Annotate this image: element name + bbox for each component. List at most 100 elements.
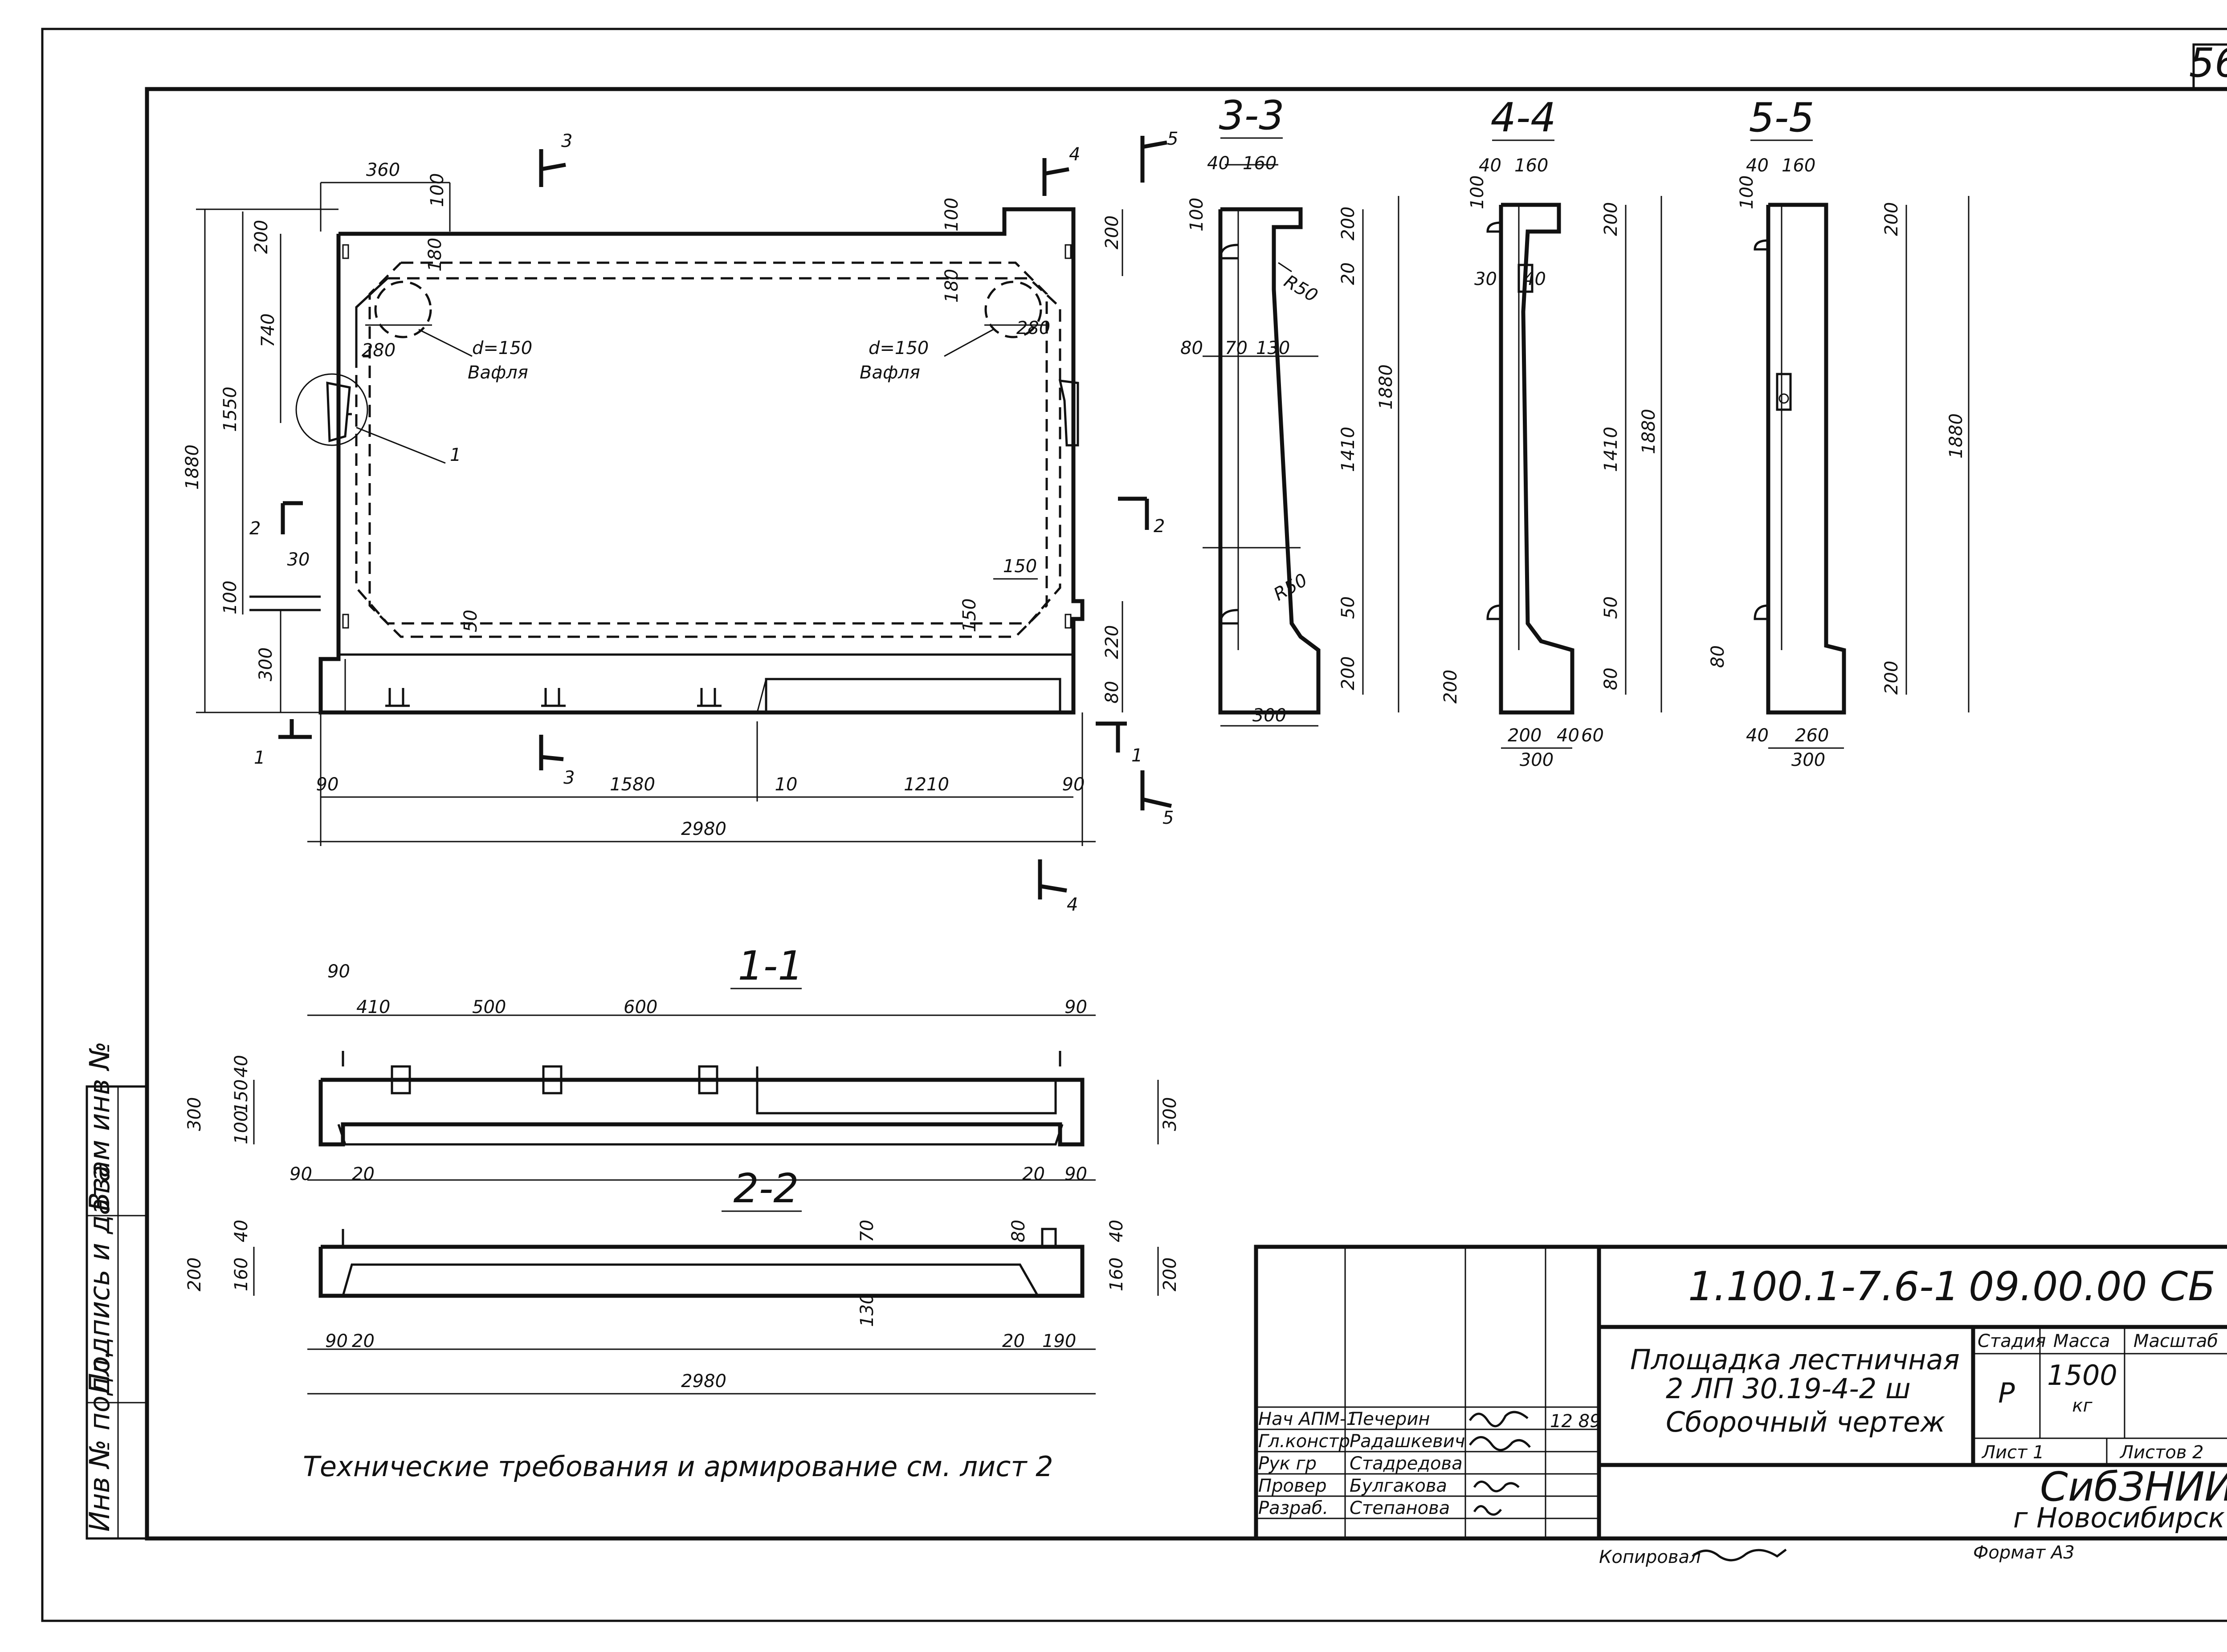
stage-value: Р xyxy=(1998,1377,2015,1409)
sec22-dim-130: 130 xyxy=(857,1293,877,1327)
signature-1 xyxy=(1468,1411,1529,1428)
sec55-dim-100: 100 xyxy=(1737,175,1757,209)
sec55-dim-40b: 40 xyxy=(1746,725,1769,746)
role-3: Рук гр xyxy=(1258,1453,1317,1474)
dim-plan-1880: 1880 xyxy=(182,444,203,490)
sec22-dim-200a: 200 xyxy=(184,1257,205,1291)
section-mark-1-right: 1 xyxy=(1131,745,1142,766)
mass-value: 1500 xyxy=(2047,1359,2117,1392)
section-3-3-title: 3-3 xyxy=(1219,92,1285,139)
sec11-dim-500: 500 xyxy=(472,997,506,1017)
waffle-left-diameter: d=150 xyxy=(472,338,532,358)
section-mark-2-left: 2 xyxy=(249,518,261,539)
dim-plan-100: 100 xyxy=(220,581,241,614)
dim-plan-1580: 1580 xyxy=(610,774,655,795)
dim-plan-150b: 150 xyxy=(959,598,980,632)
organization: СибЗНИИЭП xyxy=(2040,1464,2227,1510)
page-number: 56 xyxy=(2189,40,2227,86)
sec55-dim-80: 80 xyxy=(1708,645,1728,668)
sec44-dim-1410: 1410 xyxy=(1601,427,1621,472)
name-5: Степанова xyxy=(1350,1498,1450,1518)
sec55-dim-200: 200 xyxy=(1881,202,1902,236)
sec55-dim-260: 260 xyxy=(1795,725,1829,746)
sec44-dim-200: 200 xyxy=(1601,202,1621,236)
sec11-dim-300-left: 300 xyxy=(184,1097,205,1131)
dim-plan-100b: 100 xyxy=(942,198,962,232)
section-mark-1-left: 1 xyxy=(254,748,265,768)
dim-plan-90b: 90 xyxy=(1062,774,1085,795)
col-scale: Масштаб xyxy=(2133,1331,2218,1351)
name-3: Стадредова xyxy=(1350,1453,1463,1474)
dim-plan-50: 50 xyxy=(461,610,481,632)
name-1: Печерин xyxy=(1350,1409,1430,1429)
dim-plan-280b: 280 xyxy=(1016,318,1050,338)
sec44-dim-40: 40 xyxy=(1479,155,1501,176)
sec11-dim-150: 150 xyxy=(231,1079,252,1113)
role-1: Нач АПМ-1 xyxy=(1258,1409,1358,1429)
section-2-2-title: 2-2 xyxy=(734,1165,799,1212)
sec33-dim-200: 200 xyxy=(1338,207,1358,240)
role-4: Провер xyxy=(1258,1476,1327,1496)
dim-plan-180a: 180 xyxy=(425,238,445,272)
stamp-replace-inv: Взам инв № xyxy=(83,1041,116,1211)
sec11-dim-410: 410 xyxy=(356,997,390,1017)
signature-5 xyxy=(1473,1505,1502,1516)
sec44-dim-40c: 40 xyxy=(1557,725,1579,746)
signature-2 xyxy=(1468,1436,1531,1451)
sec44-dim-200c: 200 xyxy=(1508,725,1542,746)
sec33-dim-1880: 1880 xyxy=(1376,364,1396,410)
sec11-dim-20b: 20 xyxy=(1022,1164,1045,1184)
section-2-2: 2-2 40 160 200 70 130 80 40 160 200 90 2… xyxy=(184,1165,1180,1395)
sec44-dim-80: 200 xyxy=(1440,670,1461,704)
sec22-dim-40b: 40 xyxy=(1106,1220,1127,1242)
sec11-dim-20a: 20 xyxy=(352,1164,375,1184)
dim-plan-100a: 100 xyxy=(427,173,448,207)
sec44-dim-1880: 1880 xyxy=(1639,409,1659,454)
name-4: Булгакова xyxy=(1350,1476,1447,1496)
section-5-5-title: 5-5 xyxy=(1749,94,1815,141)
sec44-dim-30: 30 xyxy=(1474,269,1497,289)
sec55-dim-200b: 200 xyxy=(1881,661,1902,695)
doc-number: 09.00.00 СБ xyxy=(1969,1263,2215,1310)
sec22-dim-40a: 40 xyxy=(231,1220,252,1242)
sec33-dim-r50a: R50 xyxy=(1281,271,1321,306)
dim-plan-90a: 90 xyxy=(316,774,339,795)
section-3-3: 3-3 40 160 100 200 20 R50 80 70 130 1410… xyxy=(1180,92,1399,727)
sec33-dim-80: 80 xyxy=(1180,338,1203,358)
sec22-dim-2980: 2980 xyxy=(681,1371,726,1392)
format-label: Формат А3 xyxy=(1973,1542,2075,1563)
sec44-dim-160: 160 xyxy=(1514,155,1548,176)
sec44-dim-60: 60 xyxy=(1581,725,1604,746)
sec44-dim-40b: 40 xyxy=(1523,269,1546,289)
dim-plan-1210: 1210 xyxy=(904,774,949,795)
sec44-dim-100: 100 xyxy=(1467,175,1488,209)
dim-plan-150a: 150 xyxy=(1003,556,1037,577)
sec33-dim-40: 40 xyxy=(1207,153,1230,174)
stamp-signature-date: Подпись и дата xyxy=(83,1165,116,1394)
dim-plan-10: 10 xyxy=(775,774,798,795)
city: г Новосибирск xyxy=(2013,1501,2225,1534)
dim-plan-right-220: 220 xyxy=(1102,625,1122,659)
page-number-box xyxy=(2192,43,2227,90)
left-stamp: Инв № подл. Подпись и дата Взам инв № xyxy=(83,1041,148,1540)
name-2: Радашкевич xyxy=(1350,1431,1465,1452)
mass-unit: кг xyxy=(2072,1396,2092,1416)
sec11-dim-90d: 90 xyxy=(1065,1164,1087,1184)
sheet-number: Лист 1 xyxy=(1981,1442,2044,1463)
tech-requirements-note: Технические требования и армирование см.… xyxy=(303,1450,1053,1483)
signature-4 xyxy=(1473,1481,1520,1493)
section-1-1-title: 1-1 xyxy=(738,943,804,989)
col-stage: Стадия xyxy=(1978,1331,2046,1351)
doc-code: 1.100.1-7.6-1 xyxy=(1688,1263,1959,1310)
section-mark-2-right: 2 xyxy=(1154,516,1165,537)
dim-plan-1550: 1550 xyxy=(220,387,241,432)
section-5-5: 5-5 100 40 160 200 1880 80 200 40 260 30… xyxy=(1708,94,1970,770)
doc-name-line2: 2 ЛП 30.19-4-2 ш xyxy=(1666,1372,1911,1405)
waffle-left-name: Вафля xyxy=(468,362,528,383)
callout-1: 1 xyxy=(450,445,461,465)
sec22-dim-200b: 200 xyxy=(1160,1257,1180,1291)
inner-frame xyxy=(145,87,2227,1541)
dim-plan-right-80: 80 xyxy=(1102,681,1122,704)
dim-plan-360: 360 xyxy=(366,160,400,180)
sec22-dim-70: 70 xyxy=(857,1220,877,1242)
